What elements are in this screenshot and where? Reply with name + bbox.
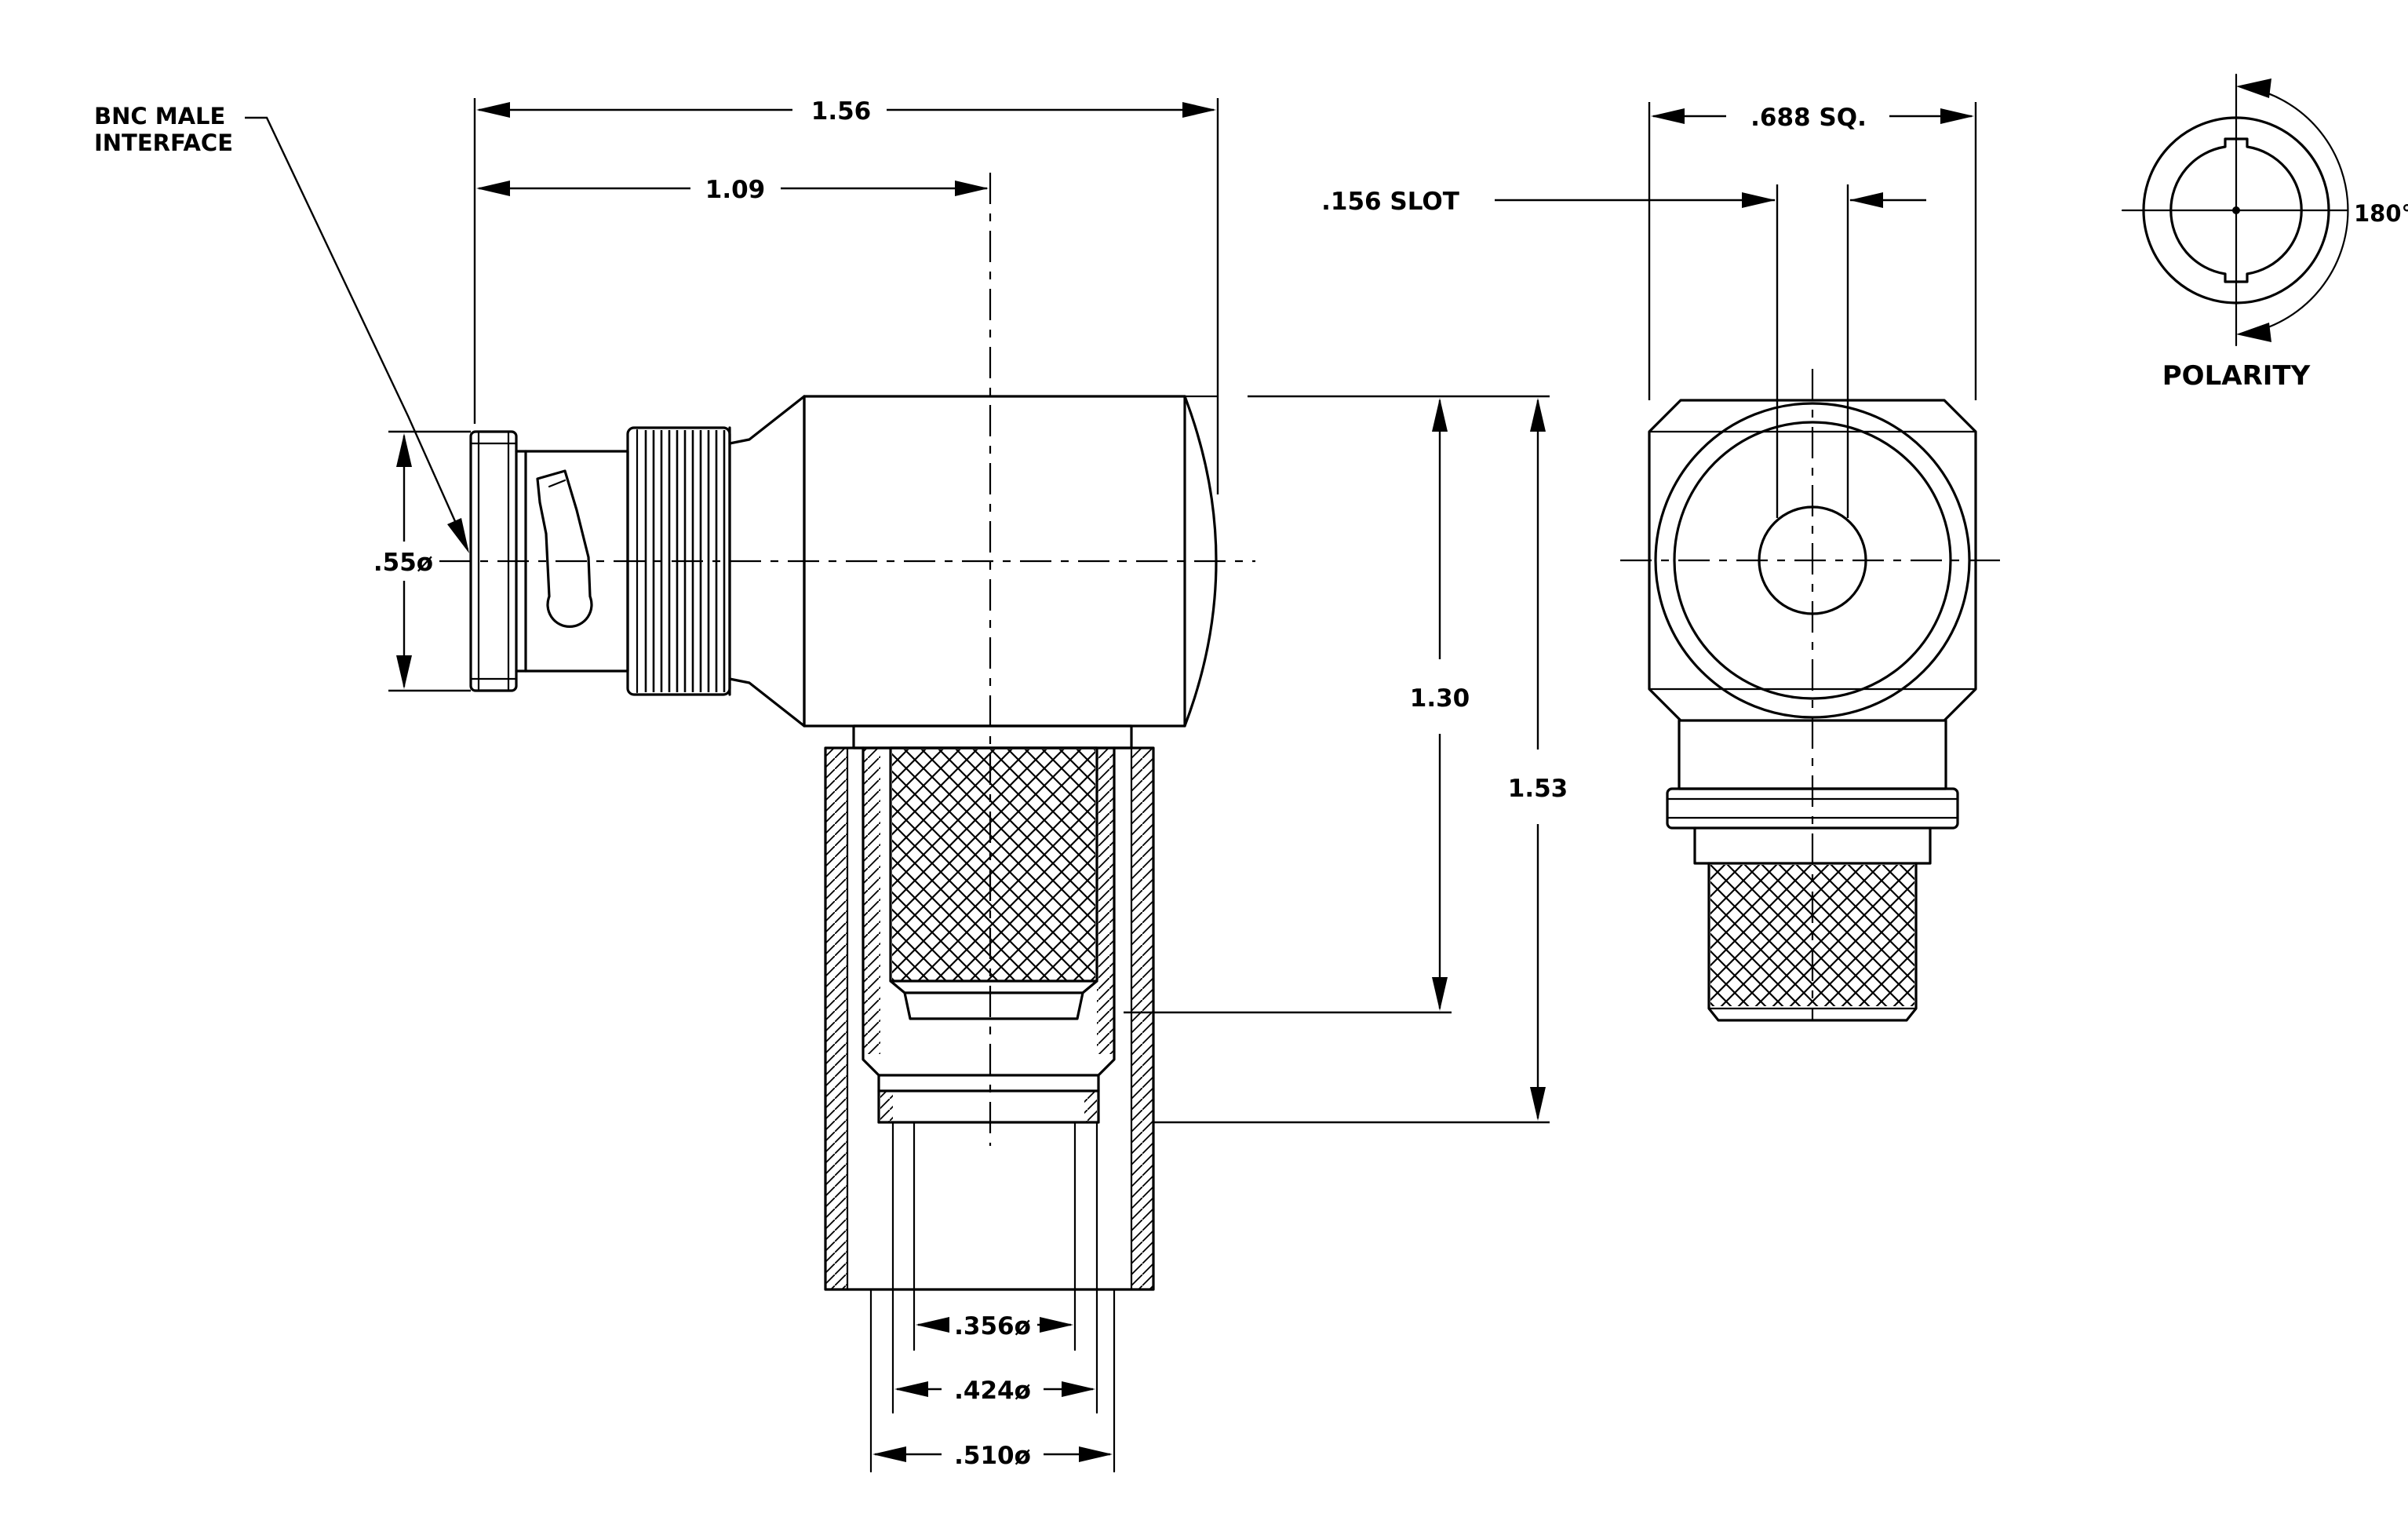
dia-510-label: .510ø	[954, 1442, 1031, 1470]
crimp-barrel	[862, 746, 1116, 1124]
ferrule	[824, 746, 1155, 1291]
overall-height-label: 1.53	[1508, 775, 1568, 803]
polarity-keyed-bore	[2169, 137, 2303, 283]
polarity-arc	[2249, 86, 2349, 334]
body-diameter-label: .55ø	[373, 549, 433, 577]
knurled-insert	[889, 746, 1098, 1020]
dia-424-label: .424ø	[954, 1377, 1031, 1405]
interface-label-line2: INTERFACE	[94, 129, 233, 156]
polarity-arrow-bottom	[2236, 323, 2271, 342]
polarity-arrow-top	[2236, 78, 2271, 98]
polarity-angle-label: 180°	[2354, 200, 2408, 227]
polarity-detail: 180° POLARITY	[2121, 73, 2408, 392]
interface-callout: BNC MALE INTERFACE	[94, 103, 469, 553]
dia-356-label: .356ø	[954, 1312, 1031, 1340]
dimension-overall-length: 1.56	[473, 97, 1219, 494]
dimension-body-diameter: .55ø	[373, 430, 471, 692]
interface-label-line1: BNC MALE	[94, 103, 225, 129]
dimension-dia-356: .356ø	[916, 1312, 1073, 1340]
end-view	[1620, 369, 2009, 1022]
square-size-label: .688 SQ.	[1750, 104, 1867, 132]
dimension-height-shoulder: 1.30	[1124, 395, 1550, 1014]
dimension-square: .688 SQ.	[1648, 102, 1977, 400]
dimension-dia-510: .510ø	[872, 1442, 1113, 1470]
overall-length-label: 1.56	[811, 97, 872, 126]
body-shoulder	[852, 724, 1133, 750]
inner-ring	[1673, 421, 1952, 700]
dimension-slot: .156 SLOT	[1321, 184, 1926, 518]
center-length-label: 1.09	[705, 176, 766, 204]
dimension-center-length: 1.09	[476, 176, 989, 204]
height-shoulder-label: 1.30	[1410, 684, 1470, 713]
slot-width-label: .156 SLOT	[1321, 188, 1459, 216]
dimension-dia-424: .424ø	[894, 1377, 1095, 1405]
side-view	[439, 173, 1255, 1473]
dimension-overall-height: 1.53	[1153, 398, 1568, 1124]
square-body	[1648, 399, 1977, 722]
polarity-title: POLARITY	[2162, 360, 2311, 392]
